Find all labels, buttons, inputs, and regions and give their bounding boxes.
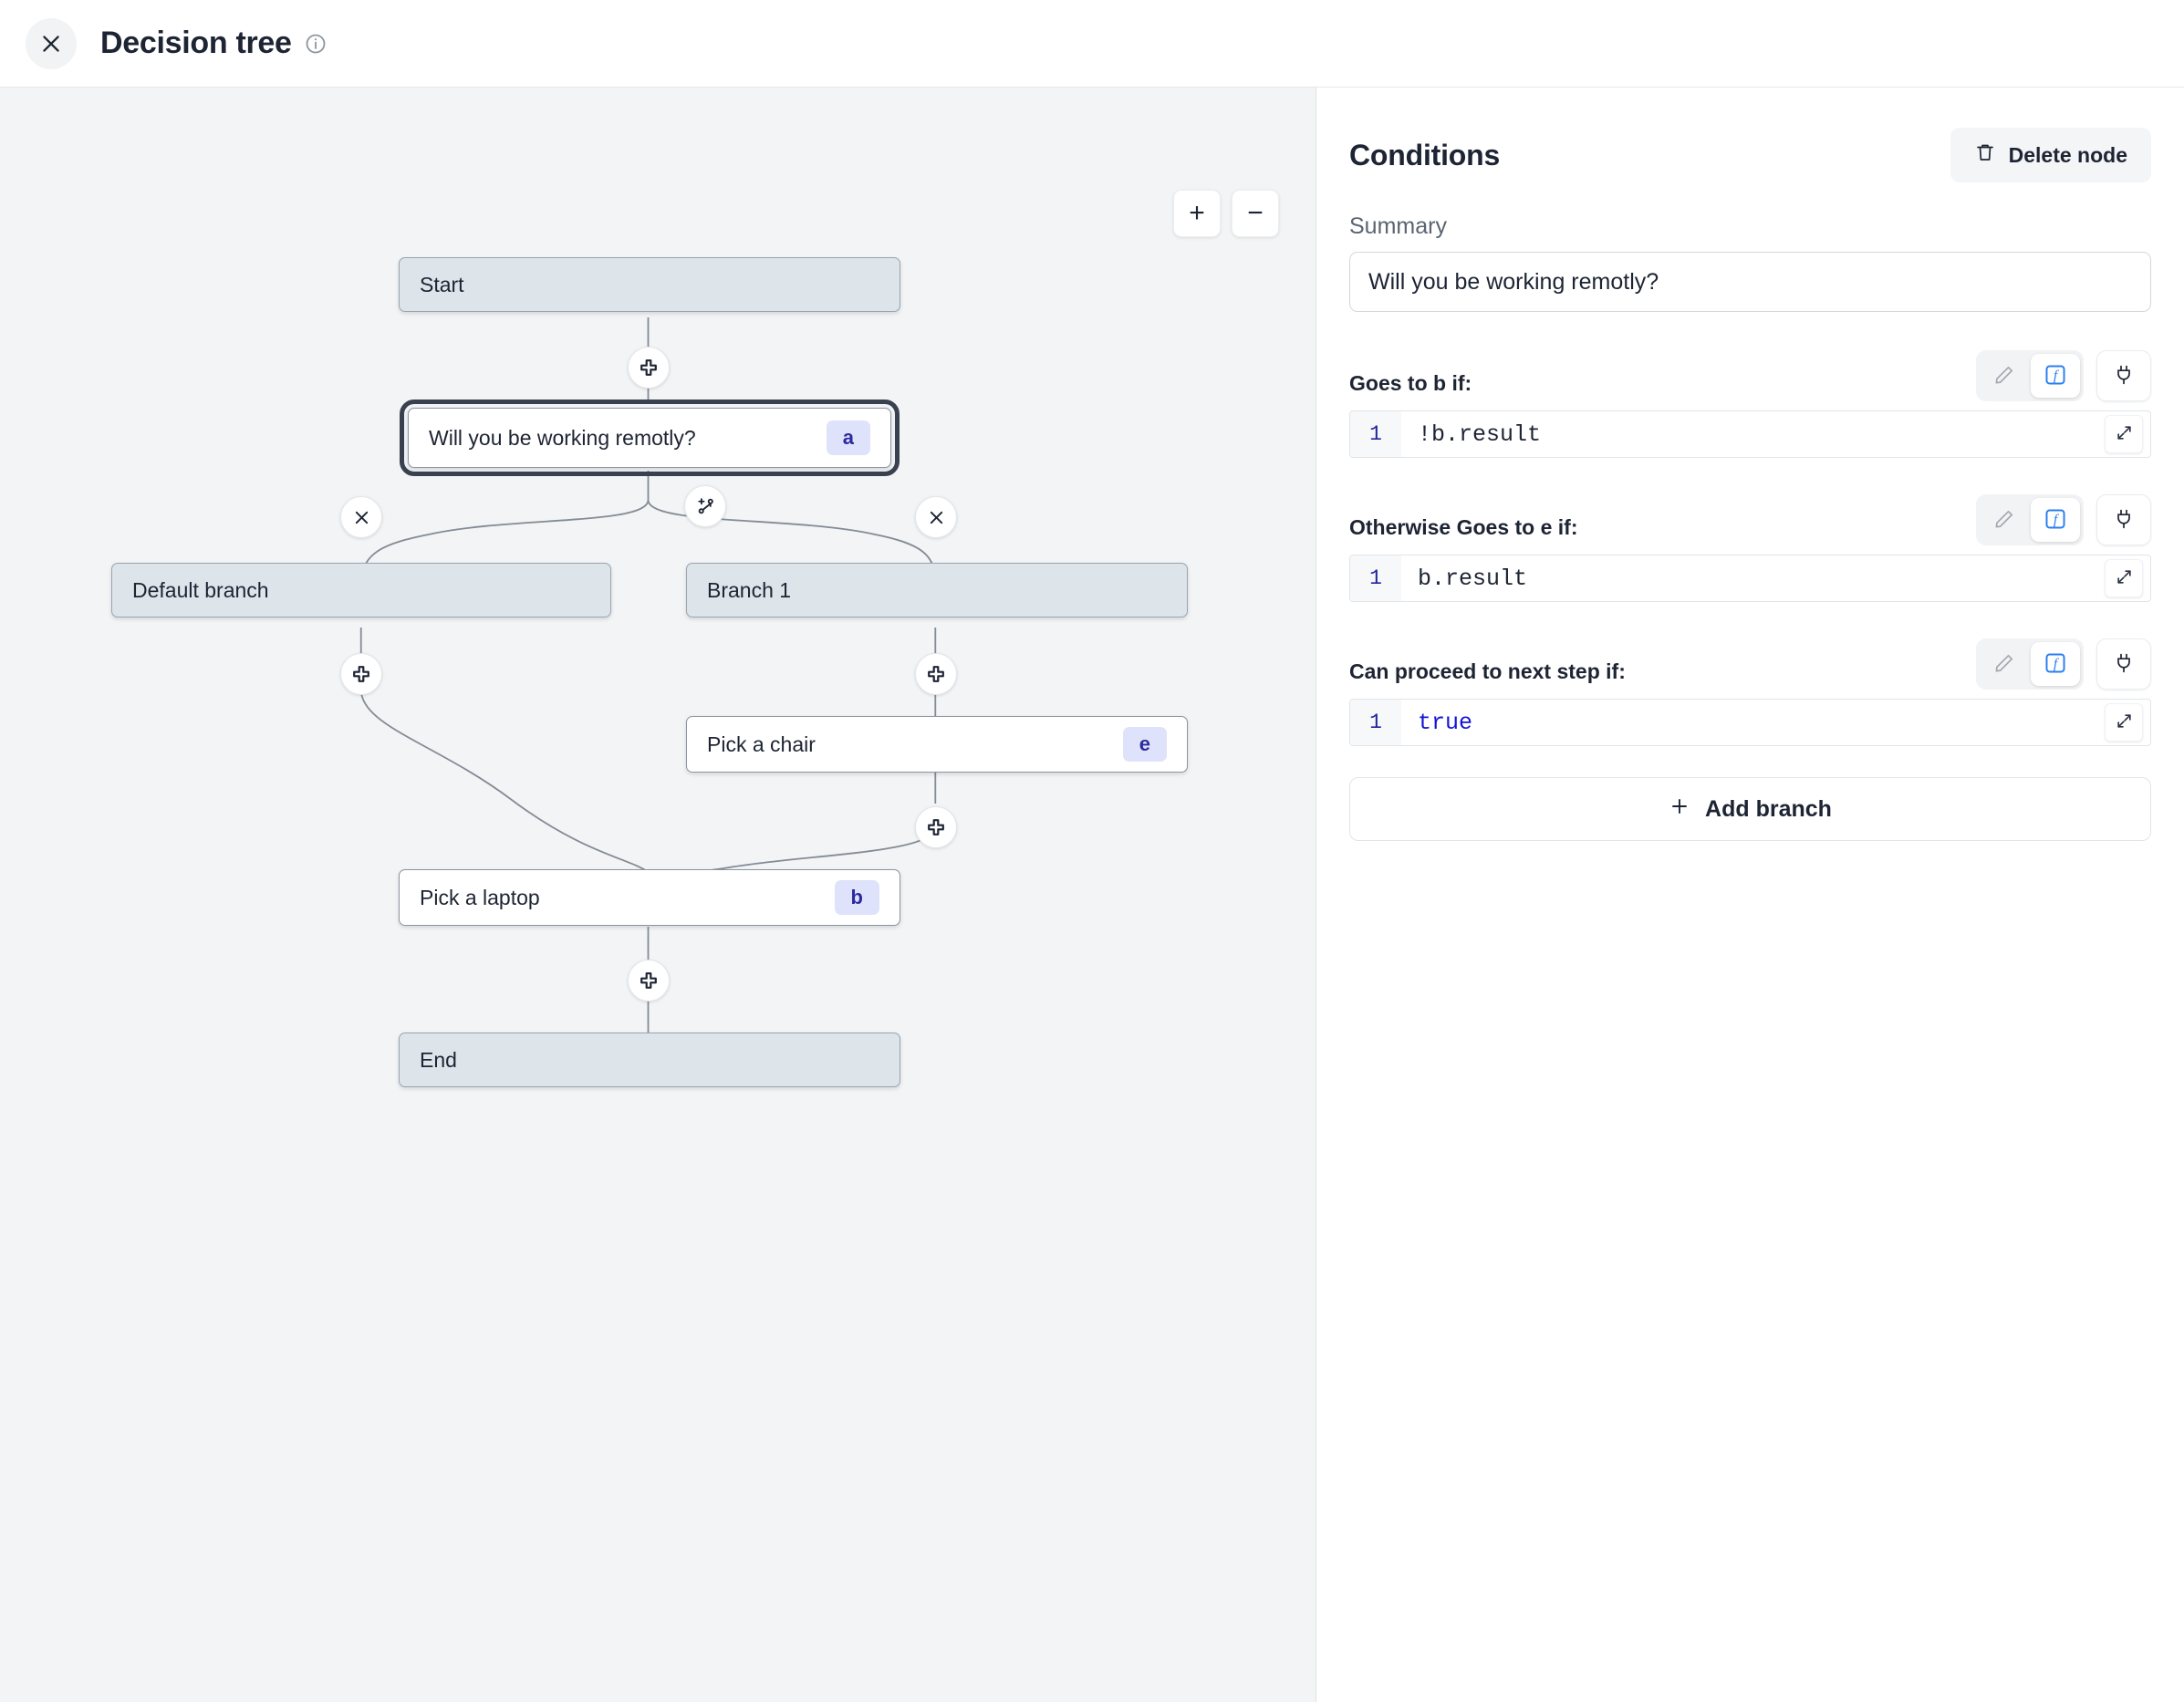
expand-editor-button[interactable] [2105,703,2143,742]
plug-icon-button[interactable] [2096,350,2151,401]
code-content[interactable]: !b.result [1418,420,1542,448]
add-branch-button[interactable]: Add branch [1349,777,2151,841]
info-circle-icon[interactable] [305,33,327,55]
editor-mode-toggle: f [1976,494,2084,545]
flow-node-pick-a-laptop[interactable]: Pick a laptop b [399,869,900,926]
summary-label: Summary [1349,213,1447,239]
expand-editor-button[interactable] [2105,559,2143,597]
conditions-panel: Conditions Delete node Summary Goes to b… [1316,88,2184,1702]
function-icon-button[interactable]: f [2031,498,2080,542]
code-editor[interactable]: 1 true [1349,699,2151,746]
delete-branch-button[interactable] [915,496,957,538]
flow-node-pick-a-chair[interactable]: Pick a chair e [686,716,1188,773]
delete-node-label: Delete node [2008,142,2127,167]
add-branch-label: Add branch [1705,795,1832,822]
page-title: Decision tree [100,26,292,60]
pencil-icon-button[interactable] [1980,642,2029,686]
line-number: 1 [1350,411,1401,457]
function-icon-button[interactable]: f [2031,354,2080,398]
code-content[interactable]: true [1418,709,1473,736]
flow-node-label: Pick a laptop [420,885,540,909]
flow-node-condition-a[interactable]: Will you be working remotly? a [400,400,900,476]
zoom-out-button[interactable]: − [1232,190,1279,237]
flow-node-label: End [420,1047,457,1072]
delete-node-button[interactable]: Delete node [1950,128,2151,182]
plug-icon [2113,364,2135,389]
close-icon [39,32,63,56]
code-editor[interactable]: 1 b.result [1349,555,2151,602]
condition-tools: f [1976,350,2151,401]
function-fx-icon: f [2044,363,2067,389]
expand-diagonal-icon [2116,712,2133,732]
delete-branch-button[interactable] [340,496,382,538]
editor-mode-toggle: f [1976,638,2084,690]
condition-tools: f [1976,638,2151,690]
flow-canvas[interactable]: + − Start [0,88,1316,1702]
condition-row: Goes to b if: [1349,345,2151,401]
function-fx-icon: f [2044,651,2067,678]
svg-text:f: f [2054,368,2060,383]
panel-header: Conditions Delete node [1349,128,2151,182]
flow-node-label: Default branch [132,577,269,602]
trash-icon [1974,141,1996,169]
add-branch-button[interactable] [684,485,726,527]
zoom-controls: + − [1173,190,1279,237]
pencil-icon [1993,652,2015,677]
expand-editor-button[interactable] [2105,415,2143,453]
condition-row: Otherwise Goes to e if: [1349,489,2151,545]
condition-block: Goes to b if: [1349,345,2151,458]
pencil-icon [1993,508,2015,533]
plug-icon [2113,652,2135,677]
add-step-button[interactable] [340,653,382,695]
flow-node-end[interactable]: End [399,1033,900,1087]
svg-text:f: f [2054,512,2060,527]
flow-node-label: Pick a chair [707,732,816,756]
condition-label: Can proceed to next step if: [1349,659,1626,683]
zoom-in-button[interactable]: + [1173,190,1221,237]
flow-node-start[interactable]: Start [399,257,900,312]
add-step-button[interactable] [915,806,957,848]
plug-icon [2113,508,2135,533]
expand-diagonal-icon [2116,424,2133,444]
code-content[interactable]: b.result [1418,565,1528,592]
editor-mode-toggle: f [1976,350,2084,401]
line-number: 1 [1350,700,1401,745]
flow-node-label: Start [420,272,464,296]
pencil-icon-button[interactable] [1980,354,2029,398]
svg-text:f: f [2054,656,2060,671]
condition-label: Otherwise Goes to e if: [1349,515,1578,539]
panel-title: Conditions [1349,138,1501,171]
flow-node-badge: b [834,880,879,915]
condition-row: Can proceed to next step if: [1349,633,2151,690]
pencil-icon-button[interactable] [1980,498,2029,542]
condition-tools: f [1976,494,2151,545]
flow-node-badge: e [1122,727,1167,762]
pencil-icon [1993,364,2015,389]
condition-block: Otherwise Goes to e if: [1349,489,2151,602]
add-step-button[interactable] [628,960,670,1001]
flow-node-default-branch[interactable]: Default branch [111,563,611,617]
plus-icon [1669,795,1690,824]
code-editor[interactable]: 1 !b.result [1349,410,2151,458]
condition-label: Goes to b if: [1349,371,1472,395]
line-number: 1 [1350,555,1401,601]
add-step-button[interactable] [628,347,670,389]
condition-block: Can proceed to next step if: [1349,633,2151,746]
plug-icon-button[interactable] [2096,638,2151,690]
function-fx-icon: f [2044,507,2067,534]
add-step-button[interactable] [915,653,957,695]
flow-node-badge: a [826,420,870,455]
app-header: Decision tree [0,0,2184,88]
flow-node-label: Will you be working remotly? [429,425,696,450]
expand-diagonal-icon [2116,568,2133,588]
main-layout: + − Start [0,88,2184,1702]
flow-node-branch-1[interactable]: Branch 1 [686,563,1188,617]
function-icon-button[interactable]: f [2031,642,2080,686]
plug-icon-button[interactable] [2096,494,2151,545]
summary-input[interactable] [1349,252,2151,312]
close-button[interactable] [26,17,77,69]
flow-node-label: Branch 1 [707,577,792,602]
